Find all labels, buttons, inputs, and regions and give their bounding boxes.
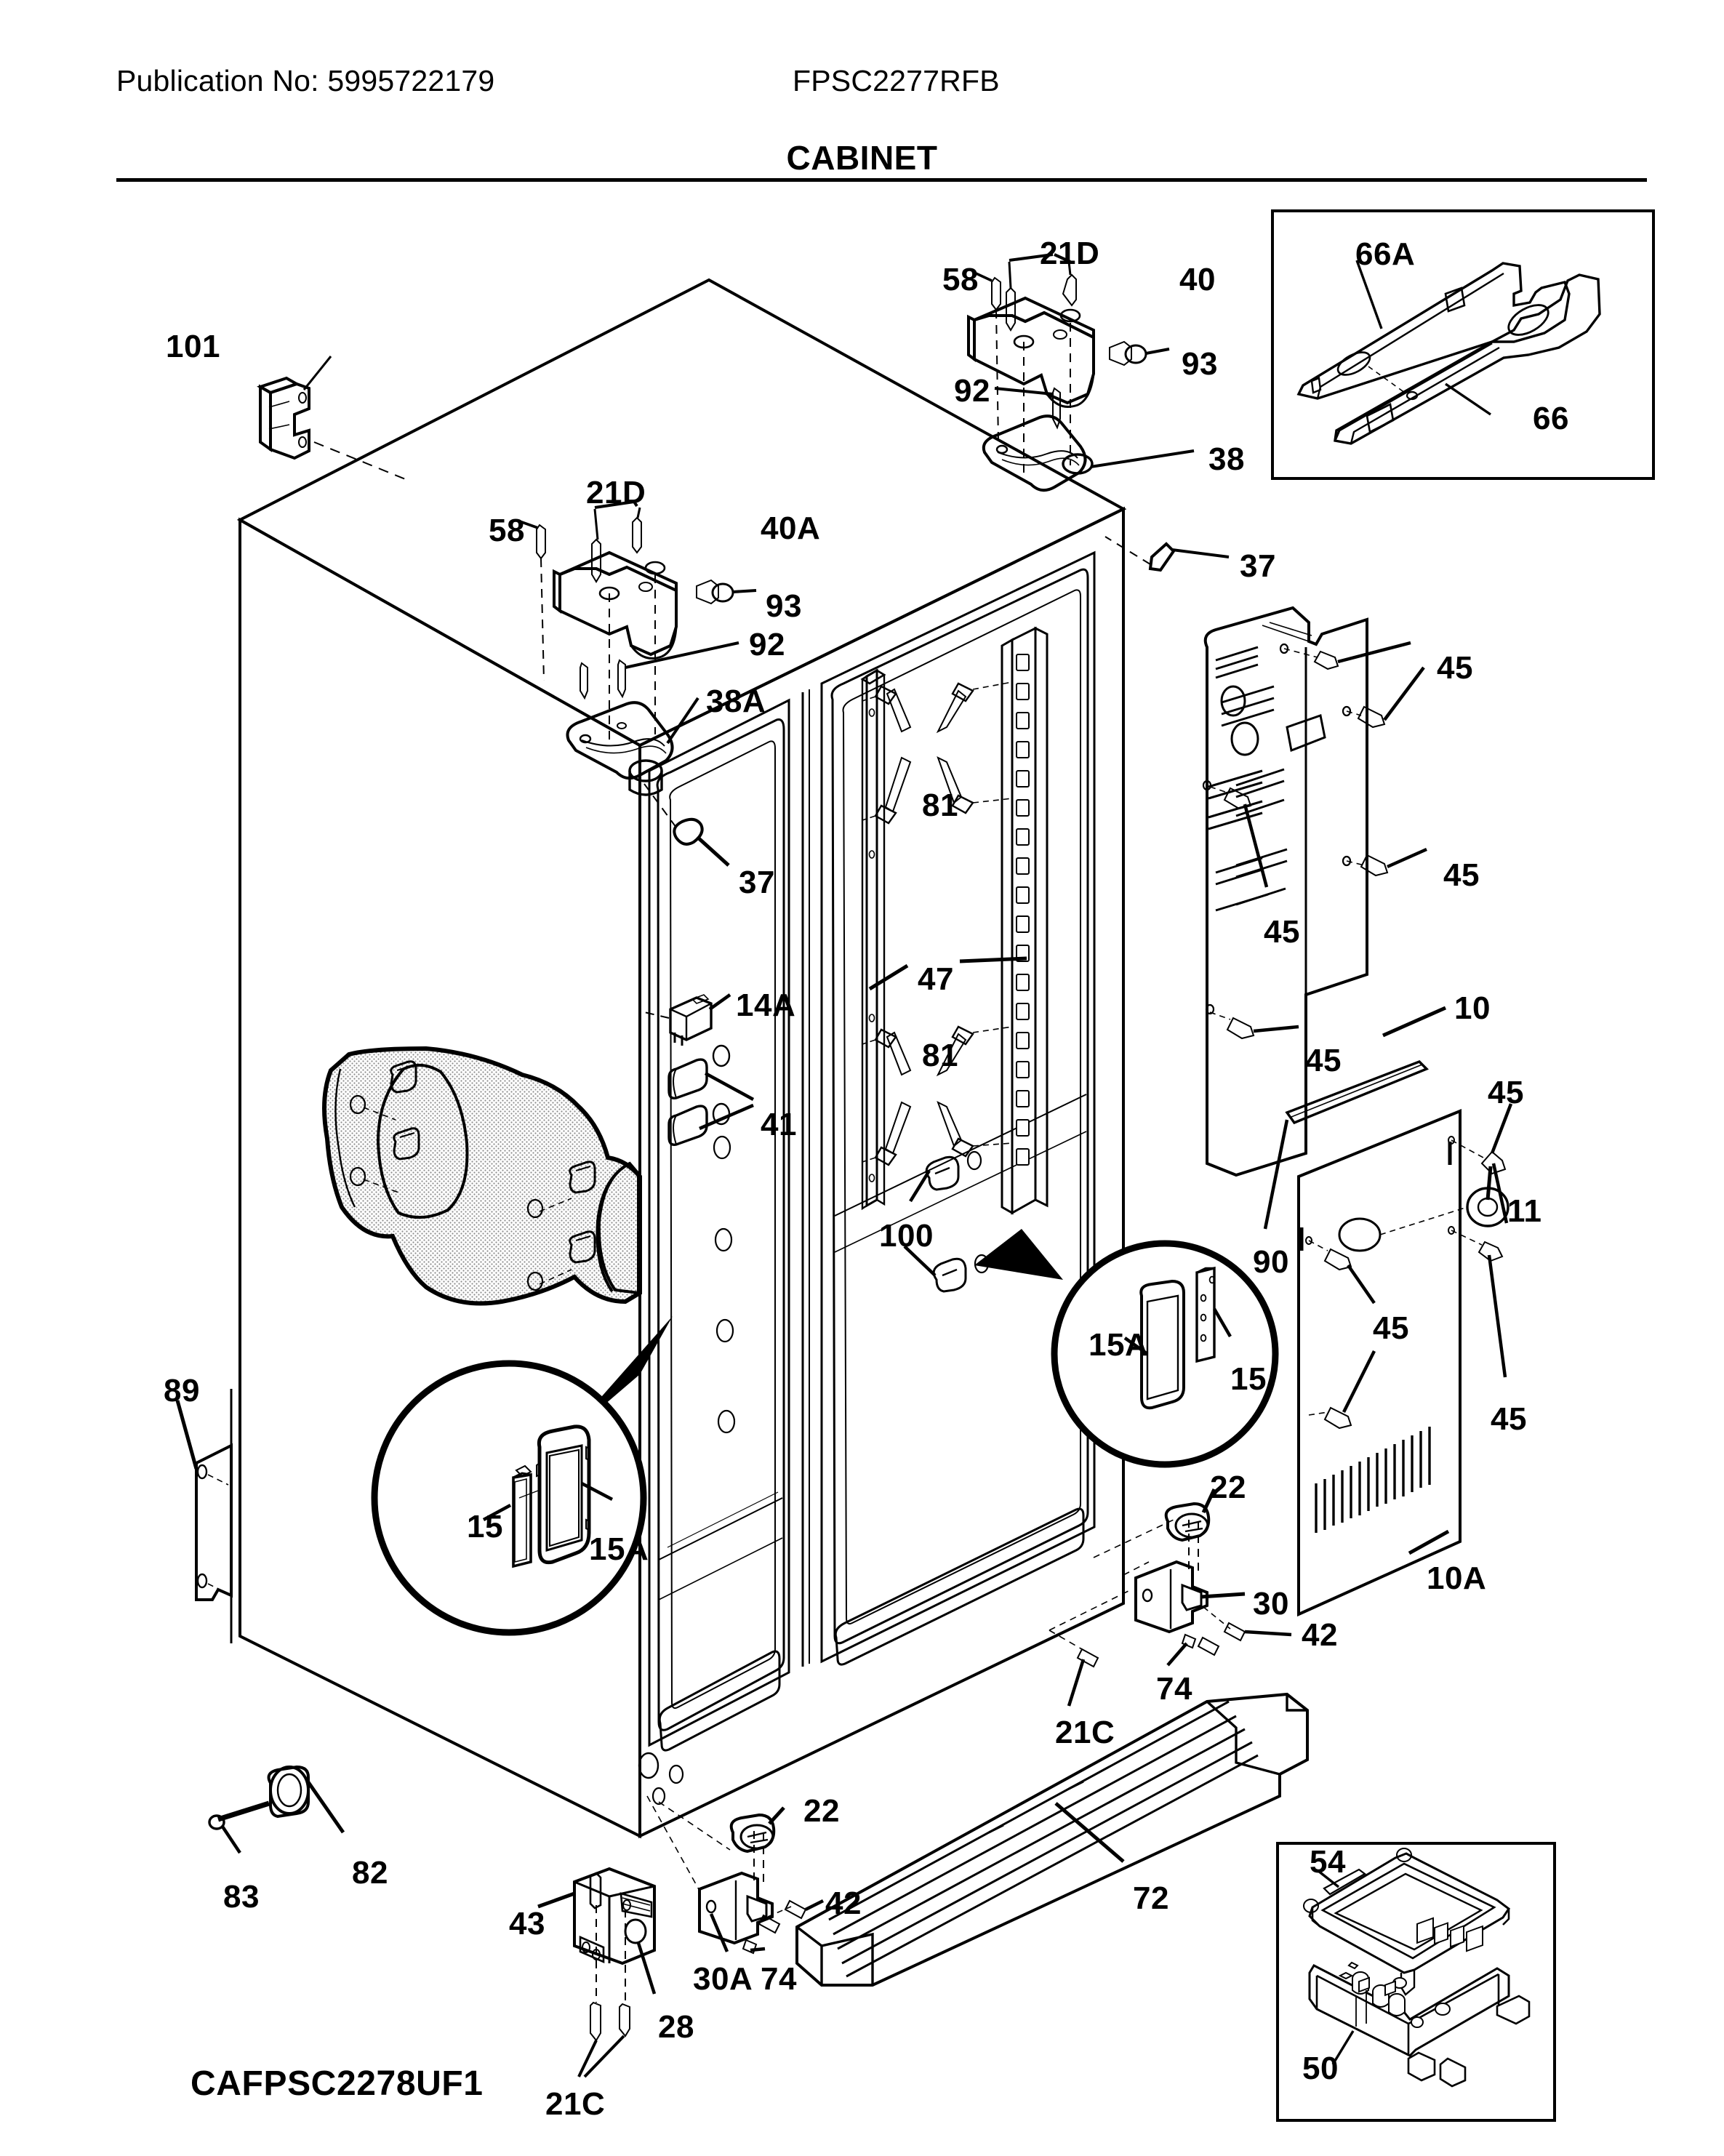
callout-45: 45	[1264, 914, 1300, 950]
detail-circle-left	[371, 1316, 673, 1636]
part-93-right	[1109, 340, 1147, 366]
part-72-shape	[795, 1692, 1309, 1987]
part-10-shape	[1202, 606, 1368, 1177]
callout-43: 43	[509, 1906, 545, 1941]
callout-40: 40	[1179, 262, 1216, 297]
callout-74: 74	[761, 1961, 797, 1997]
callout-11: 11	[1507, 1193, 1542, 1229]
callout-30a: 30A	[693, 1961, 753, 1997]
part-81-group-lower2	[862, 1100, 1013, 1166]
callout-28: 28	[658, 2009, 694, 2045]
part-40A-shape	[553, 550, 678, 660]
callout-45: 45	[1437, 650, 1473, 686]
callout-42: 42	[1302, 1617, 1338, 1653]
callout-93: 93	[1182, 346, 1218, 382]
callout-45: 45	[1305, 1043, 1342, 1078]
callout-101: 101	[166, 329, 220, 364]
inset-callout-66: 66	[1533, 401, 1569, 436]
handle-bracket-art	[1296, 260, 1601, 445]
callout-72: 72	[1133, 1880, 1169, 1916]
callout-83: 83	[223, 1879, 260, 1915]
callout-21d: 21D	[586, 475, 646, 510]
part-81-group-lower	[862, 1025, 1013, 1077]
part-100-shape	[925, 1150, 990, 1293]
callout-81: 81	[922, 1038, 958, 1073]
part-90-shape	[1285, 1060, 1430, 1125]
control-board-inset: 54 50	[1276, 1842, 1556, 2122]
drawing-part-code: CAFPSC2278UF1	[191, 2064, 484, 2103]
part-83-shape	[208, 1800, 270, 1830]
part-89-shape	[195, 1443, 233, 1601]
gasket-shaded-part	[322, 1046, 642, 1306]
callout-21d: 21D	[1040, 236, 1100, 271]
callout-37: 37	[1240, 548, 1276, 584]
callout-100: 100	[879, 1218, 934, 1254]
callout-74: 74	[1156, 1671, 1192, 1707]
callout-14a: 14A	[736, 987, 796, 1023]
model-number: FPSC2277RFB	[793, 64, 1000, 97]
rail-left-shape	[860, 668, 886, 1211]
bottom-right-hinge-group	[1049, 1488, 1292, 1707]
callout-58: 58	[942, 262, 979, 297]
callout-22: 22	[1210, 1470, 1246, 1505]
callout-21c: 21C	[1055, 1715, 1115, 1750]
callout-92: 92	[749, 627, 785, 662]
callout-21c: 21C	[545, 2086, 606, 2122]
part-14A-shape	[669, 994, 713, 1046]
part-81-group-upper2	[862, 681, 1013, 734]
part-38A-shape	[566, 701, 674, 796]
page-title: CABINET	[786, 139, 938, 177]
bottom-left-hinge-group	[537, 1806, 825, 2078]
callout-38: 38	[1208, 441, 1245, 477]
callout-15: 15	[467, 1509, 503, 1544]
callout-82: 82	[352, 1855, 388, 1891]
detail-circle-right	[974, 1229, 1279, 1468]
callout-42: 42	[825, 1886, 862, 1921]
callout-15: 15	[1230, 1361, 1267, 1397]
control-board-art	[1303, 1848, 1531, 2088]
callout-22: 22	[803, 1793, 840, 1829]
part-10A-shape	[1297, 1109, 1462, 1617]
callout-15a: 15A	[1088, 1327, 1149, 1363]
callout-45: 45	[1488, 1075, 1524, 1110]
callout-45: 45	[1491, 1401, 1527, 1437]
callout-89: 89	[164, 1373, 200, 1408]
inset-callout-50: 50	[1302, 2051, 1339, 2086]
part-11-shape	[1466, 1166, 1509, 1227]
callout-47: 47	[918, 961, 954, 997]
part-41-shape	[667, 1044, 731, 1146]
callout-15a: 15A	[589, 1531, 649, 1567]
handle-bracket-inset: 66A 66	[1271, 209, 1655, 480]
callout-41: 41	[761, 1107, 797, 1142]
callout-45: 45	[1373, 1310, 1409, 1346]
callout-38a: 38A	[706, 684, 766, 719]
publication-number: Publication No: 5995722179	[116, 64, 495, 97]
callout-30: 30	[1253, 1586, 1289, 1622]
inset-callout-54: 54	[1310, 1844, 1346, 1880]
part-37-front	[673, 817, 704, 846]
header-divider	[116, 178, 1647, 182]
callout-10a: 10A	[1427, 1560, 1487, 1596]
part-82-shape	[267, 1765, 310, 1819]
callout-37: 37	[739, 865, 775, 900]
callout-90: 90	[1253, 1244, 1289, 1280]
part-37-right	[1148, 542, 1176, 572]
part-93-left	[696, 579, 734, 605]
part-38-shape	[982, 414, 1094, 492]
inset-callout-66A: 66A	[1355, 236, 1416, 272]
callout-45: 45	[1443, 857, 1480, 893]
part-45-screws-right	[1209, 641, 1427, 1040]
callout-92: 92	[954, 373, 990, 409]
callout-81: 81	[922, 788, 958, 823]
part-81-group-upper	[862, 756, 1013, 825]
callout-93: 93	[766, 588, 802, 624]
callout-40a: 40A	[761, 510, 821, 546]
part-101-shape	[257, 376, 310, 460]
part-47-shape	[1001, 626, 1049, 1215]
callout-58: 58	[489, 513, 525, 548]
callout-10: 10	[1454, 990, 1491, 1026]
